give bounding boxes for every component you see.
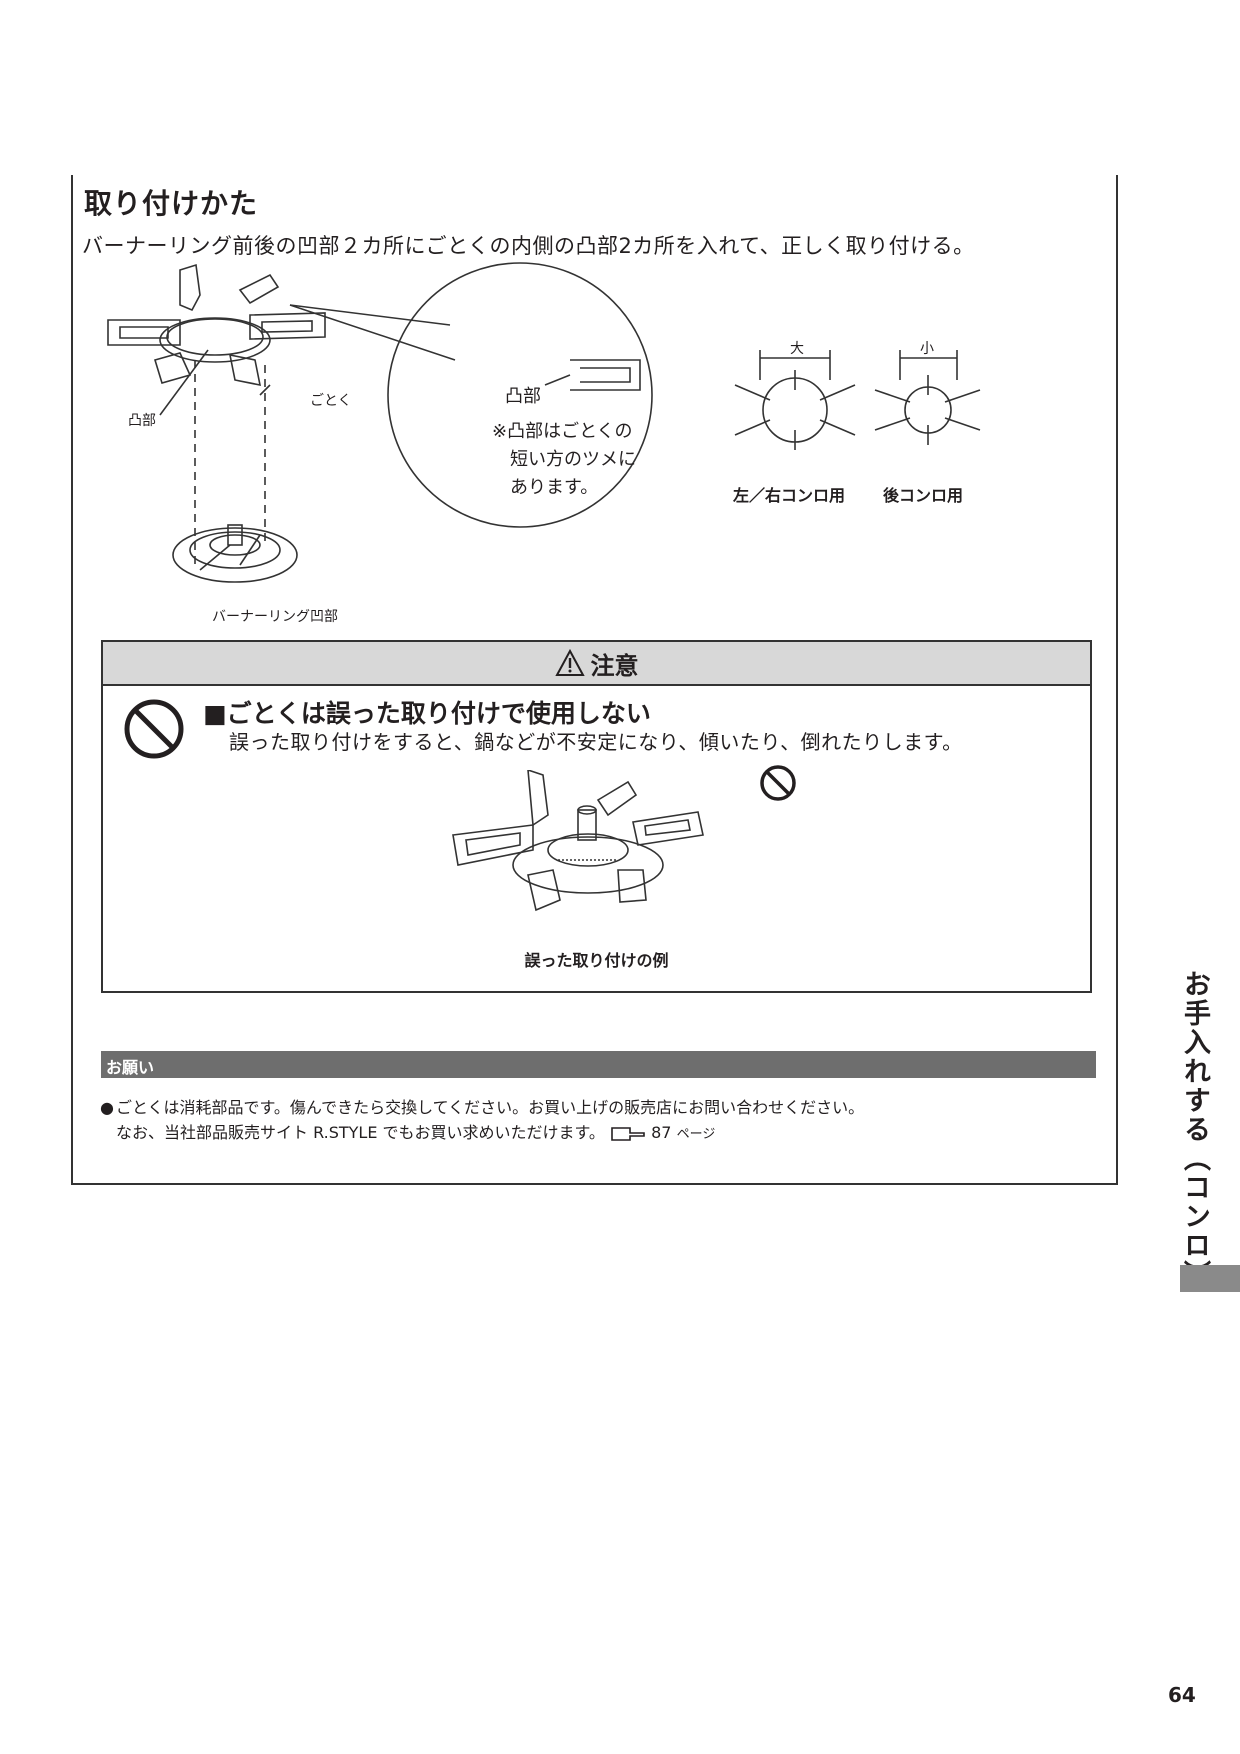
caution-title: 注意 bbox=[590, 651, 639, 680]
size-small-caption: 後コンロ用 bbox=[883, 486, 964, 505]
request-label: お願い bbox=[106, 1058, 155, 1077]
caution-box: 注意 ■ごとくは誤った取り付けで使用しない 誤った取り付けをすると、鍋などが不安… bbox=[101, 640, 1092, 993]
zoom-note-3: あります。 bbox=[510, 477, 599, 498]
prohibition-icon bbox=[124, 699, 184, 759]
size-large-caption: 左／右コンロ用 bbox=[733, 486, 846, 505]
page-number: 64 bbox=[1168, 1683, 1196, 1707]
caution-caption: 誤った取り付けの例 bbox=[524, 951, 669, 970]
zoom-note-1: ※凸部はごとくの bbox=[492, 421, 633, 442]
gotoku-install-figure bbox=[107, 262, 653, 583]
caution-body: 誤った取り付けをすると、鍋などが不安定になり、傾いたり、倒れたりします。 bbox=[229, 730, 963, 754]
intro-text: バーナーリング前後の凹部２カ所にごとくの内側の凸部2カ所を入れて、正しく取り付け… bbox=[82, 234, 975, 258]
size-large-label: 大 bbox=[790, 341, 804, 357]
label-gotoku: ごとく bbox=[310, 393, 352, 409]
page-reference-icon bbox=[611, 1126, 645, 1141]
request-ref-suffix: ページ bbox=[676, 1127, 716, 1142]
zoom-note-2: 短い方のツメに bbox=[510, 449, 636, 470]
request-line-1: ごとくは消耗部品です。傷んできたら交換してください。お買い上げの販売店にお問い合… bbox=[116, 1098, 865, 1117]
label-burner-recess: バーナーリング凹部 bbox=[212, 609, 338, 625]
warning-triangle-icon bbox=[554, 649, 585, 676]
content-frame bbox=[71, 175, 1118, 1185]
request-ref-page[interactable]: 87 bbox=[651, 1123, 672, 1142]
section-title: 取り付けかた bbox=[84, 187, 259, 220]
side-tab-bar bbox=[1180, 1265, 1240, 1292]
request-bar: お願い bbox=[101, 1051, 1096, 1078]
side-tab: お手入れする（コンロ） bbox=[1179, 970, 1210, 1289]
caution-header: 注意 bbox=[103, 642, 1090, 686]
label-convex: 凸部 bbox=[128, 413, 156, 429]
wrong-install-figure bbox=[452, 770, 704, 912]
bullet-icon: ● bbox=[100, 1098, 114, 1117]
prohibition-icon-small bbox=[760, 765, 796, 801]
request-note: ●ごとくは消耗部品です。傷んできたら交換してください。お買い上げの販売店にお問い… bbox=[100, 1095, 864, 1147]
caution-heading: ■ごとくは誤った取り付けで使用しない bbox=[203, 699, 651, 728]
size-compare-figure bbox=[734, 350, 981, 450]
request-line-2: なお、当社部品販売サイト R.STYLE でもお買い求めいただけます。 bbox=[116, 1123, 605, 1142]
size-small-label: 小 bbox=[920, 341, 934, 357]
zoom-label-convex: 凸部 bbox=[505, 386, 541, 407]
